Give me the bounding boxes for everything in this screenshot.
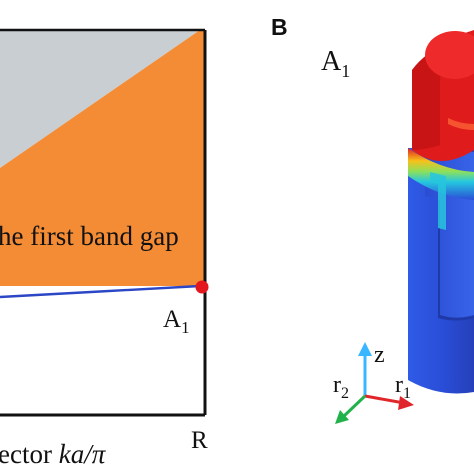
field-transition-band — [408, 148, 474, 200]
top-ring-highlight — [448, 118, 474, 130]
axis-r1-label: r1 — [395, 372, 411, 402]
mode-label: A1 — [321, 46, 350, 81]
axis-r2-line — [342, 394, 367, 418]
inner-slot-transition — [430, 172, 446, 230]
panel-letter-b: B — [271, 14, 288, 40]
axis-z-label: z — [374, 342, 385, 368]
axis-r1-arrow-icon — [398, 396, 414, 410]
axis-z-arrow-icon — [358, 342, 372, 356]
point-a1-marker — [195, 280, 209, 294]
x-tick-r: R — [191, 427, 208, 454]
resonator-3d-model — [408, 30, 474, 394]
mode-shape-panel: B A1 z — [271, 14, 474, 424]
axis-r2-label: r2 — [333, 372, 349, 402]
axis-r2-arrow-icon — [335, 410, 349, 424]
coordinate-axes: z r1 r2 — [333, 342, 414, 424]
band-gap-label: he first band gap — [0, 221, 179, 251]
band-gap-region — [0, 30, 205, 286]
axis-r1-line — [364, 394, 405, 405]
first-band-curve — [0, 284, 201, 299]
band-diagram-panel: he first band gap A1 ector ka/π R — [0, 28, 209, 469]
x-axis-label: ector ka/π — [0, 439, 107, 469]
top-ring-rim — [425, 31, 474, 79]
point-a1-label: A1 — [163, 306, 190, 337]
